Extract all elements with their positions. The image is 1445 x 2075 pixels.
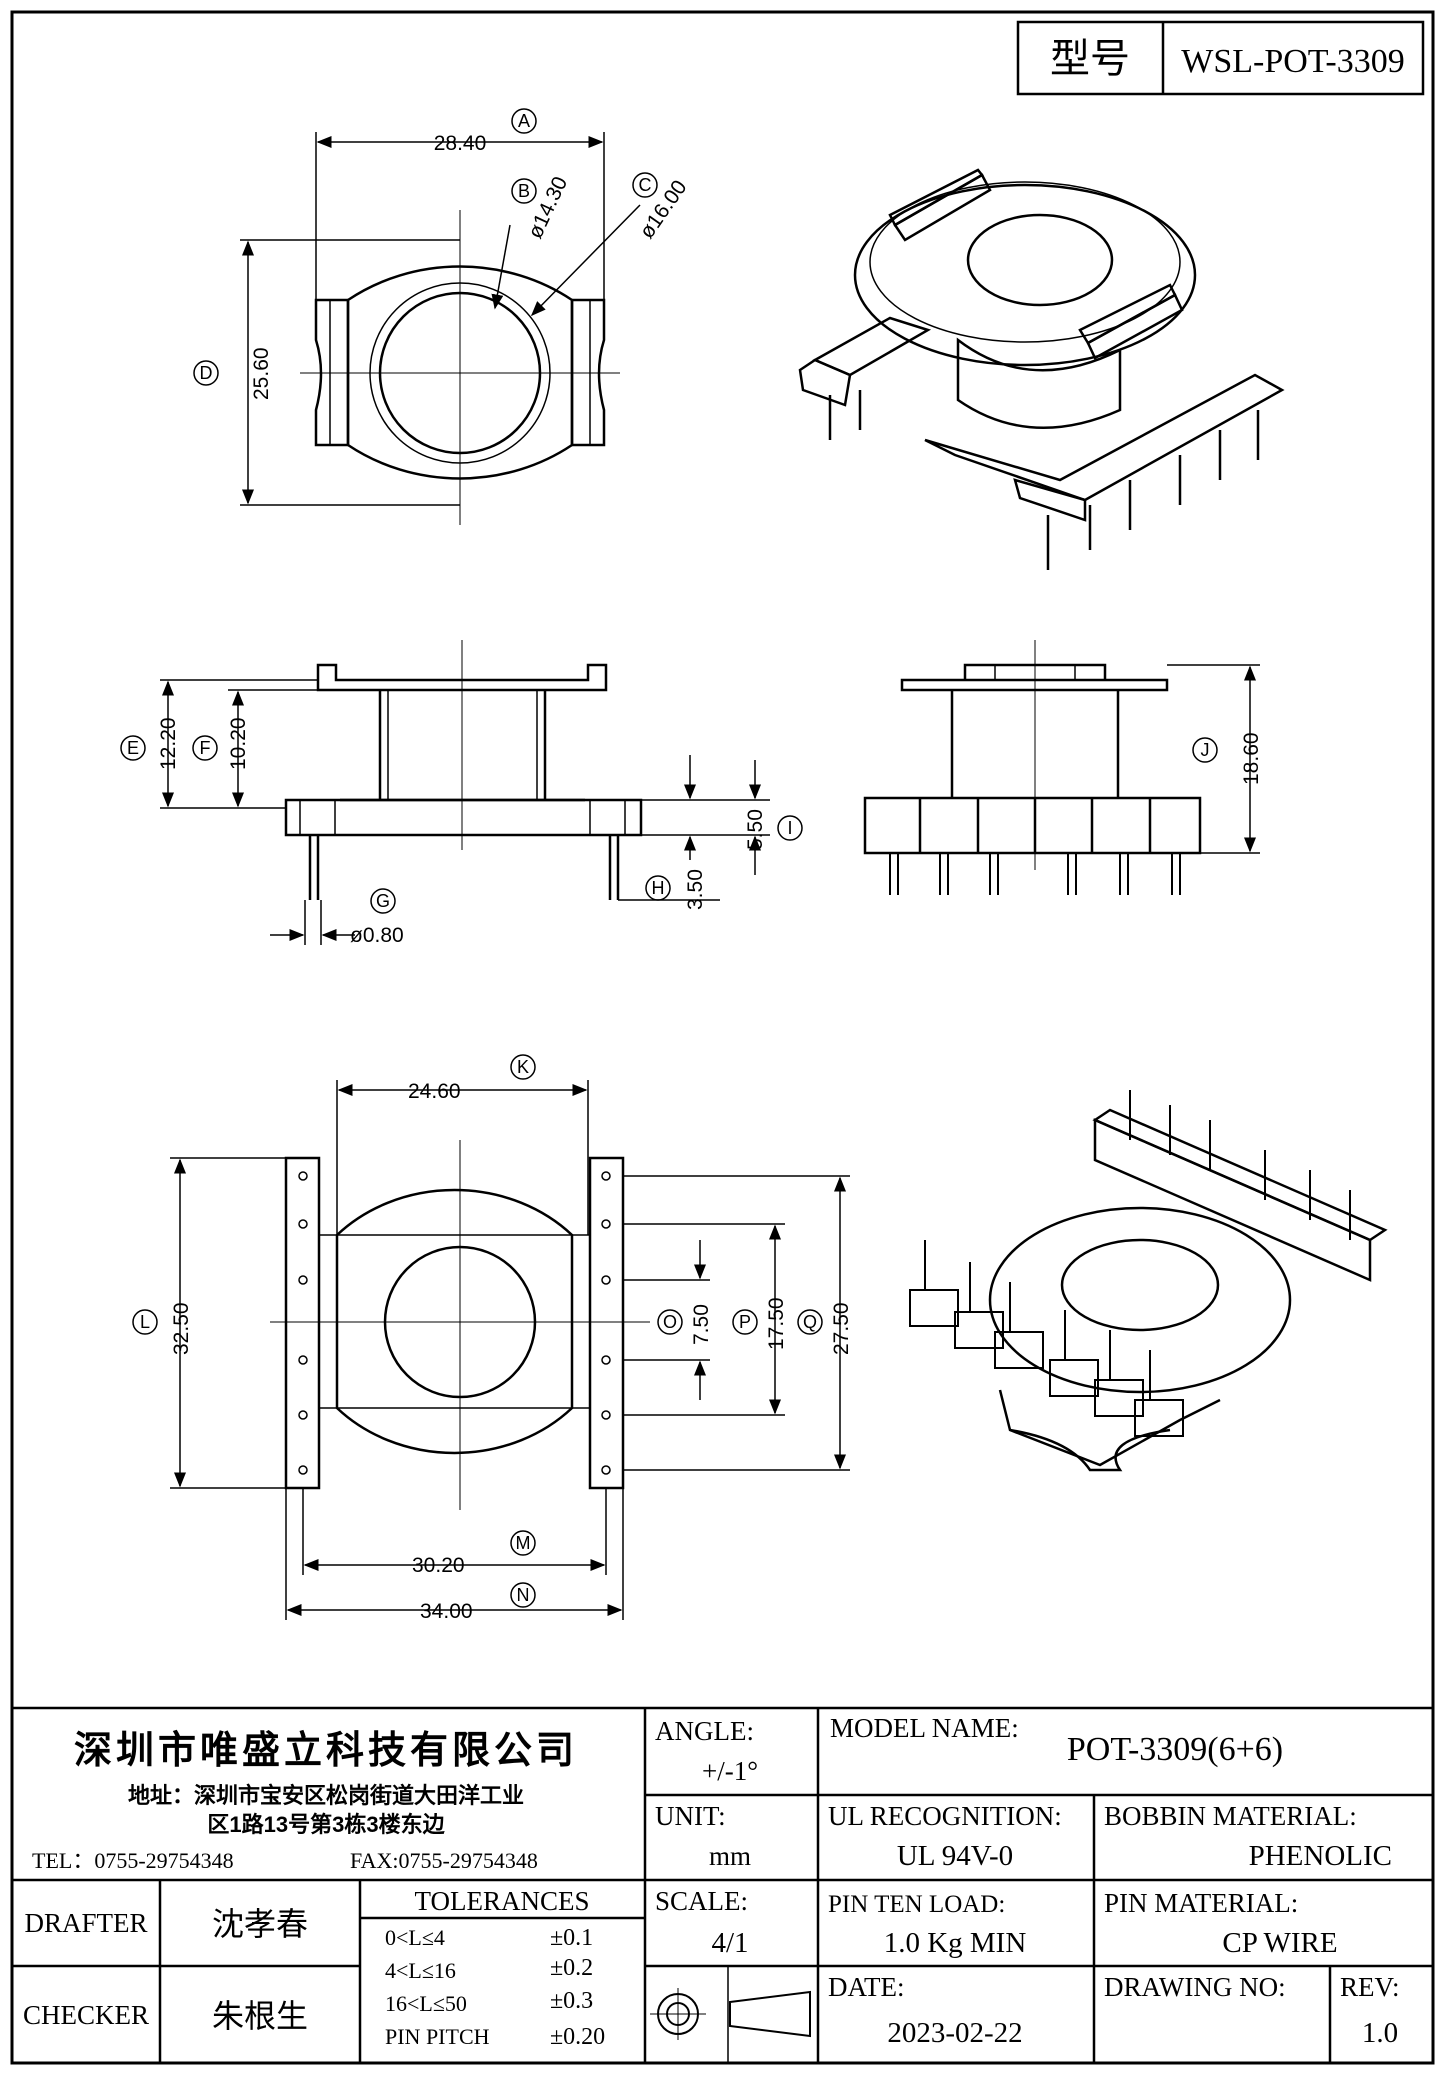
fax: FAX:0755-29754348: [350, 1848, 538, 1873]
tol-range-2: 4<L≤16: [385, 1958, 456, 1983]
dim-E: 12.20: [157, 717, 180, 770]
model-box: 型号 WSL-POT-3309: [1016, 20, 1425, 96]
svg-text:L: L: [140, 1312, 150, 1332]
drafter-value: 沈孝春: [212, 1906, 308, 1942]
svg-text:D: D: [200, 363, 213, 383]
side-view-right-dims: [1167, 664, 1260, 854]
dim-K: 24.60: [408, 1080, 461, 1103]
iso-view-top: [798, 168, 1285, 570]
pin-load-value: 1.0 Kg MIN: [884, 1927, 1027, 1959]
company-name: 深圳市唯盛立科技有限公司: [74, 1730, 578, 1772]
address-line-2: 区1路13号第3栋3楼东边: [207, 1812, 445, 1837]
dim-I: 5.50: [744, 809, 767, 850]
unit-label: UNIT:: [655, 1801, 726, 1831]
rev-label: REV:: [1340, 1972, 1400, 2002]
tol-value-4: ±0.20: [550, 2024, 605, 2050]
svg-text:A: A: [518, 111, 530, 131]
svg-text:G: G: [376, 891, 390, 911]
svg-text:O: O: [663, 1312, 677, 1332]
date-value: 2023-02-22: [887, 2017, 1022, 2049]
projection-symbol-icon: [650, 1988, 811, 2040]
dim-N: 34.00: [420, 1600, 473, 1623]
dim-J: 18.60: [1240, 732, 1263, 785]
unit-value: mm: [709, 1841, 751, 1871]
angle-label: ANGLE:: [655, 1716, 754, 1746]
drawing-border: [10, 10, 1435, 2065]
model-box-value: WSL-POT-3309: [1181, 43, 1405, 80]
model-box-label: 型号: [1050, 36, 1130, 81]
svg-text:H: H: [652, 878, 665, 898]
tol-range-3: 16<L≤50: [385, 1991, 467, 2016]
dim-balloons-top: A B C D: [193, 108, 658, 386]
bobbin-label: BOBBIN MATERIAL:: [1104, 1801, 1357, 1831]
tolerances-label: TOLERANCES: [414, 1886, 589, 1916]
svg-text:N: N: [517, 1585, 530, 1605]
side-view-left-dims: [160, 679, 770, 945]
title-block-text: 深圳市唯盛立科技有限公司 地址：深圳市宝安区松岗街道大田洋工业 区1路13号第3…: [23, 1713, 1400, 2050]
dim-balloons-bottom: K L M N O P Q: [132, 1054, 823, 1608]
model-name-label: MODEL NAME:: [830, 1713, 1019, 1743]
angle-value: +/-1°: [702, 1756, 758, 1786]
dim-D: 25.60: [250, 347, 273, 400]
scale-value: 4/1: [711, 1927, 748, 1959]
svg-text:E: E: [127, 738, 139, 758]
ul-label: UL RECOGNITION:: [828, 1801, 1062, 1831]
svg-text:C: C: [639, 175, 652, 195]
svg-text:F: F: [200, 738, 211, 758]
svg-text:K: K: [517, 1057, 529, 1077]
dim-F: 10.20: [227, 717, 250, 770]
bottom-view: [270, 1140, 650, 1510]
dim-A: 28.40: [434, 132, 487, 155]
top-view-dims: [240, 132, 641, 506]
scale-label: SCALE:: [655, 1886, 748, 1916]
bobbin-value: PHENOLIC: [1249, 1840, 1392, 1872]
dim-balloon-J: J: [1192, 737, 1218, 763]
pin-mat-value: CP WIRE: [1222, 1927, 1337, 1959]
tol-range-4: PIN PITCH: [385, 2024, 490, 2049]
tol-value-1: ±0.1: [550, 1925, 593, 1951]
dim-P: 17.50: [765, 1297, 788, 1350]
tol-value-3: ±0.3: [550, 1988, 593, 2014]
checker-label: CHECKER: [23, 2000, 149, 2030]
dim-G: ø0.80: [350, 924, 404, 947]
svg-text:B: B: [518, 181, 530, 201]
pin-mat-label: PIN MATERIAL:: [1104, 1888, 1298, 1918]
drafter-label: DRAFTER: [24, 1908, 147, 1938]
ul-value: UL 94V-0: [897, 1840, 1013, 1872]
dim-O: 7.50: [690, 1304, 713, 1345]
date-label: DATE:: [828, 1972, 905, 2002]
rev-value: 1.0: [1362, 2017, 1398, 2049]
tol-range-1: 0<L≤4: [385, 1925, 445, 1950]
svg-text:I: I: [787, 818, 792, 838]
dim-H: 3.50: [684, 869, 707, 910]
checker-value: 朱根生: [212, 1998, 308, 2034]
pin-load-label: PIN TEN LOAD:: [828, 1891, 1005, 1918]
drawing-no-label: DRAWING NO:: [1104, 1972, 1286, 2002]
bottom-view-dims: [170, 1080, 850, 1620]
dim-balloons-side: E F G H I: [120, 735, 803, 914]
side-view-left: [284, 640, 643, 900]
svg-text:Q: Q: [803, 1312, 817, 1332]
dim-B: ø14.30: [524, 173, 572, 242]
title-block-grid: [12, 1706, 1433, 2063]
svg-text:P: P: [739, 1312, 751, 1332]
svg-text:M: M: [516, 1533, 531, 1553]
tol-value-2: ±0.2: [550, 1955, 593, 1981]
dim-M: 30.20: [412, 1554, 465, 1577]
model-name-value: POT-3309(6+6): [1067, 1731, 1283, 1768]
side-view-right: [863, 640, 1202, 895]
dim-Q: 27.50: [830, 1302, 853, 1355]
dim-L: 32.50: [170, 1302, 193, 1355]
svg-text:J: J: [1201, 740, 1210, 760]
tel: TEL：0755-29754348: [32, 1848, 234, 1873]
top-view: [300, 210, 620, 525]
address-line-1: 地址：深圳市宝安区松岗街道大田洋工业: [128, 1783, 524, 1808]
iso-view-bottom: [909, 1090, 1388, 1472]
